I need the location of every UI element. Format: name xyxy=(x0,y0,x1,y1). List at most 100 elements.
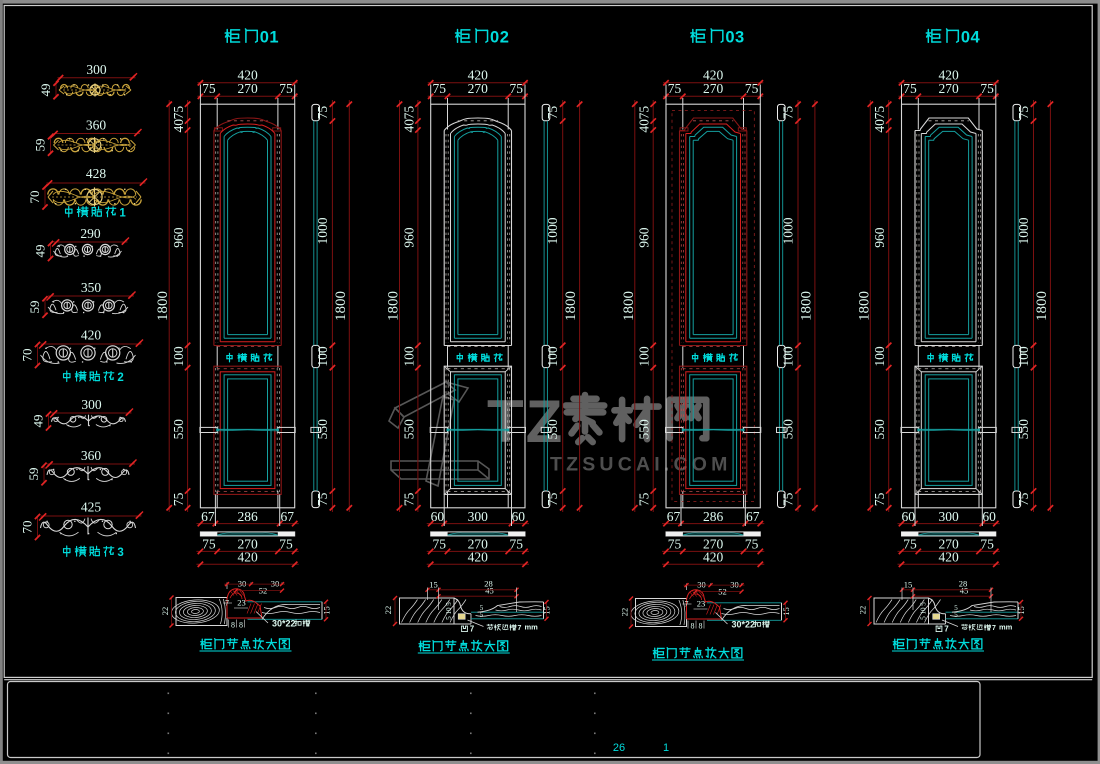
svg-text:270: 270 xyxy=(237,81,258,96)
svg-text:100: 100 xyxy=(637,346,652,367)
svg-text:550: 550 xyxy=(171,419,186,440)
svg-text:67: 67 xyxy=(746,509,760,524)
svg-text:30: 30 xyxy=(238,579,247,589)
svg-text:8: 8 xyxy=(699,621,703,630)
svg-text:100: 100 xyxy=(872,346,887,367)
svg-text:60: 60 xyxy=(982,509,996,524)
svg-text:15: 15 xyxy=(322,606,332,615)
svg-text:49: 49 xyxy=(33,245,48,258)
svg-text:49: 49 xyxy=(31,415,46,428)
svg-text:75: 75 xyxy=(545,492,560,506)
svg-text:75: 75 xyxy=(1016,106,1031,120)
svg-text:7: 7 xyxy=(992,625,996,632)
svg-text:360: 360 xyxy=(81,448,102,463)
svg-text:286: 286 xyxy=(703,509,724,524)
svg-text:5: 5 xyxy=(480,611,484,619)
svg-text:7: 7 xyxy=(470,625,475,634)
svg-text:75: 75 xyxy=(903,537,917,552)
svg-text:22: 22 xyxy=(858,606,868,615)
svg-text:40: 40 xyxy=(401,119,416,133)
svg-text:550: 550 xyxy=(1016,419,1031,440)
svg-text:420: 420 xyxy=(81,328,102,343)
svg-text:75: 75 xyxy=(637,106,652,120)
svg-text:40: 40 xyxy=(872,119,887,133)
svg-text:100: 100 xyxy=(781,346,796,367)
svg-text:100: 100 xyxy=(545,346,560,367)
svg-text:75: 75 xyxy=(401,492,416,506)
svg-text:5: 5 xyxy=(445,616,453,620)
svg-text:100: 100 xyxy=(1016,346,1031,367)
svg-text:75: 75 xyxy=(315,106,330,120)
svg-text:28: 28 xyxy=(484,579,493,589)
svg-text:49: 49 xyxy=(38,84,53,97)
svg-text:70: 70 xyxy=(27,191,42,204)
svg-text:270: 270 xyxy=(703,81,724,96)
svg-text:7: 7 xyxy=(944,625,949,634)
svg-text:mm: mm xyxy=(999,623,1013,632)
svg-text:1800: 1800 xyxy=(621,291,637,321)
svg-text:2: 2 xyxy=(117,372,123,384)
svg-text:75: 75 xyxy=(872,106,887,120)
svg-text:5: 5 xyxy=(480,604,484,612)
svg-text:67: 67 xyxy=(667,509,681,524)
svg-text:30: 30 xyxy=(730,580,739,590)
svg-text:60: 60 xyxy=(512,509,526,524)
svg-text:5: 5 xyxy=(954,611,958,619)
svg-text:45: 45 xyxy=(485,586,494,596)
svg-text:550: 550 xyxy=(637,419,652,440)
svg-text:TZSUCAI.COM: TZSUCAI.COM xyxy=(550,454,732,476)
svg-text:45: 45 xyxy=(960,586,969,596)
svg-text:75: 75 xyxy=(872,492,887,506)
svg-text:960: 960 xyxy=(637,227,652,248)
svg-text:300: 300 xyxy=(86,62,107,77)
svg-text:960: 960 xyxy=(171,227,186,248)
svg-text:30: 30 xyxy=(271,579,280,589)
svg-text:8: 8 xyxy=(691,621,695,630)
svg-text:270: 270 xyxy=(938,81,959,96)
svg-text:22: 22 xyxy=(383,606,393,615)
svg-text:100: 100 xyxy=(401,346,416,367)
svg-text:960: 960 xyxy=(401,227,416,248)
svg-text:1800: 1800 xyxy=(1034,291,1050,321)
svg-text:100: 100 xyxy=(171,346,186,367)
svg-text:420: 420 xyxy=(468,549,489,564)
svg-text:59: 59 xyxy=(26,468,41,481)
svg-text:420: 420 xyxy=(237,549,258,564)
svg-text:23: 23 xyxy=(237,598,246,608)
svg-text:5: 5 xyxy=(920,602,928,606)
svg-text:04: 04 xyxy=(961,29,981,47)
svg-text:mm: mm xyxy=(525,623,539,632)
svg-text:75: 75 xyxy=(432,537,446,552)
svg-text:75: 75 xyxy=(315,492,330,506)
svg-text:550: 550 xyxy=(781,419,796,440)
svg-text:75: 75 xyxy=(432,81,446,96)
svg-text:70: 70 xyxy=(20,349,35,362)
svg-text:1800: 1800 xyxy=(155,291,171,321)
svg-text:1000: 1000 xyxy=(545,217,560,244)
svg-text:28: 28 xyxy=(959,579,968,589)
svg-text:75: 75 xyxy=(510,81,524,96)
svg-text:75: 75 xyxy=(171,106,186,120)
svg-text:425: 425 xyxy=(81,500,102,515)
svg-text:22: 22 xyxy=(620,608,630,617)
svg-text:22: 22 xyxy=(160,607,170,616)
svg-text:428: 428 xyxy=(86,166,107,181)
svg-text:75: 75 xyxy=(781,492,796,506)
svg-text:550: 550 xyxy=(315,419,330,440)
svg-text:8: 8 xyxy=(239,620,243,629)
svg-text:40: 40 xyxy=(171,119,186,133)
svg-text:1800: 1800 xyxy=(798,291,814,321)
svg-text:60: 60 xyxy=(901,509,915,524)
svg-text:75: 75 xyxy=(279,81,293,96)
svg-text:10: 10 xyxy=(445,607,453,615)
svg-text:100: 100 xyxy=(315,346,330,367)
svg-text:75: 75 xyxy=(668,81,682,96)
svg-text:270: 270 xyxy=(938,537,959,552)
svg-text:1000: 1000 xyxy=(781,217,796,244)
svg-text:1000: 1000 xyxy=(1016,217,1031,244)
svg-text:5: 5 xyxy=(954,604,958,612)
svg-text:75: 75 xyxy=(279,537,293,552)
svg-text:300: 300 xyxy=(468,509,489,524)
svg-text:270: 270 xyxy=(703,537,724,552)
svg-text:15: 15 xyxy=(904,580,913,590)
